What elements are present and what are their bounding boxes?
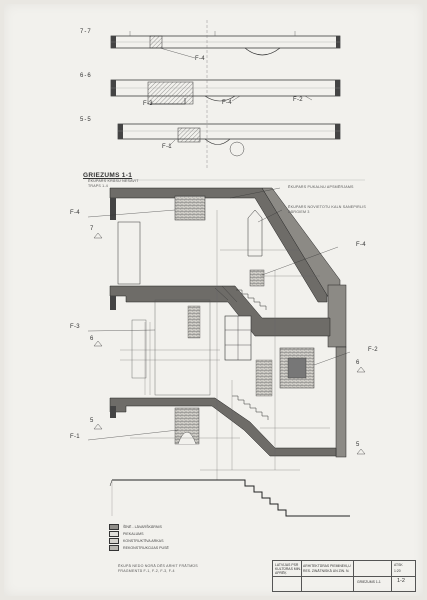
legend-swatch (109, 531, 119, 537)
legend-item-3: KONSTRUKTĪVA ARKAS (109, 538, 163, 544)
plan-6-6 (110, 79, 341, 105)
fragment-label-f1-left: F-1 (70, 434, 80, 440)
annotation-2: ĒKUPARS PUKALNU APSMĒRJAMS (288, 185, 354, 189)
legend-swatch (109, 545, 119, 551)
legend-swatch (109, 538, 119, 544)
title-block-drawing-name: GRIEZUMS 1-1 (357, 580, 381, 584)
fragment-label-f4-plan6: F-4 (222, 100, 232, 106)
section-1-1 (87, 179, 366, 517)
legend-item-1: ŠĪNĒ - LĀVARŠKĀRNIS (109, 524, 162, 530)
title-block-org-3: APRĒĶ (275, 571, 287, 575)
title-block-org-2: KULTŪRAS MIN. (275, 567, 301, 571)
fragment-label-f3-plan6: F-3 (143, 101, 153, 107)
legend-label: ŠĪNĒ - LĀVARŠKĀRNIS (123, 525, 162, 529)
legend-swatch (109, 524, 119, 530)
plan-7-7 (110, 31, 341, 59)
fragment-label-f3-left: F-3 (70, 324, 80, 330)
legend-label: PIEKALUMS (123, 532, 144, 536)
level-mark-5-right: 5 (356, 442, 360, 448)
title-block-sheet-number: 1-2 (397, 578, 405, 584)
level-mark-6-right: 6 (356, 360, 360, 366)
section-title-5-5: 5-5 (80, 117, 92, 123)
level-mark-5-left: 5 (90, 418, 94, 424)
title-block-scale: 1:20 (394, 569, 401, 573)
annotation-3b: DĀRGIEM 3 (288, 210, 310, 214)
title-block-inst-1: ARHITEKTŪRAS PIEMINEKĻU (303, 564, 351, 568)
fragment-label-f2-right: F-2 (368, 347, 378, 353)
fragment-label-f4-plan7: F-4 (195, 56, 205, 62)
legend-item-4: REKONSTRUKCIJAS PUSĒ (109, 545, 169, 551)
annotation-1b: TRAPS 1-4 (88, 184, 108, 188)
legend-item-2: PIEKALUMS (109, 531, 144, 537)
fragment-label-f4-right: F-4 (356, 242, 366, 248)
title-block-code: ATSK (394, 563, 403, 567)
legend-note-2: FRAGMENTĀ F-1, F-2, F-3, F-4 (118, 569, 175, 573)
fragment-label-f2-plan6: F-2 (293, 97, 303, 103)
section-title-main: GRIEZUMS 1-1 (83, 172, 133, 179)
level-mark-7: 7 (90, 226, 94, 232)
section-title-6-6: 6-6 (80, 73, 92, 79)
title-block-inst-2: RES. ZINĀTNISKĀ UN ZIN. N. (303, 569, 350, 573)
legend-label: REKONSTRUKCIJAS PUSĒ (123, 546, 169, 550)
title-block: LATVIJAS PSR KULTŪRAS MIN. APRĒĶ ARHITEK… (272, 560, 416, 592)
annotation-1: ĒKUPARS KRĀSU NESAVIT (88, 179, 139, 183)
fragment-label-f1-plan5: F-1 (162, 144, 172, 150)
title-block-org-1: LATVIJAS PSR (275, 563, 299, 567)
annotation-3: ĒKUPARS NOVIETOTU KALN SANEPIRLIS (288, 205, 366, 209)
level-mark-6-left: 6 (90, 336, 94, 342)
legend-label: KONSTRUKTĪVA ARKAS (123, 539, 164, 543)
fragment-label-f4-left: F-4 (70, 210, 80, 216)
legend-note-1: ĒKUPĀ NEDO NORĀ DĒS ARHIT FRĀTMŪS (118, 564, 198, 568)
section-title-7-7: 7-7 (80, 29, 92, 35)
plan-5-5 (117, 123, 341, 157)
